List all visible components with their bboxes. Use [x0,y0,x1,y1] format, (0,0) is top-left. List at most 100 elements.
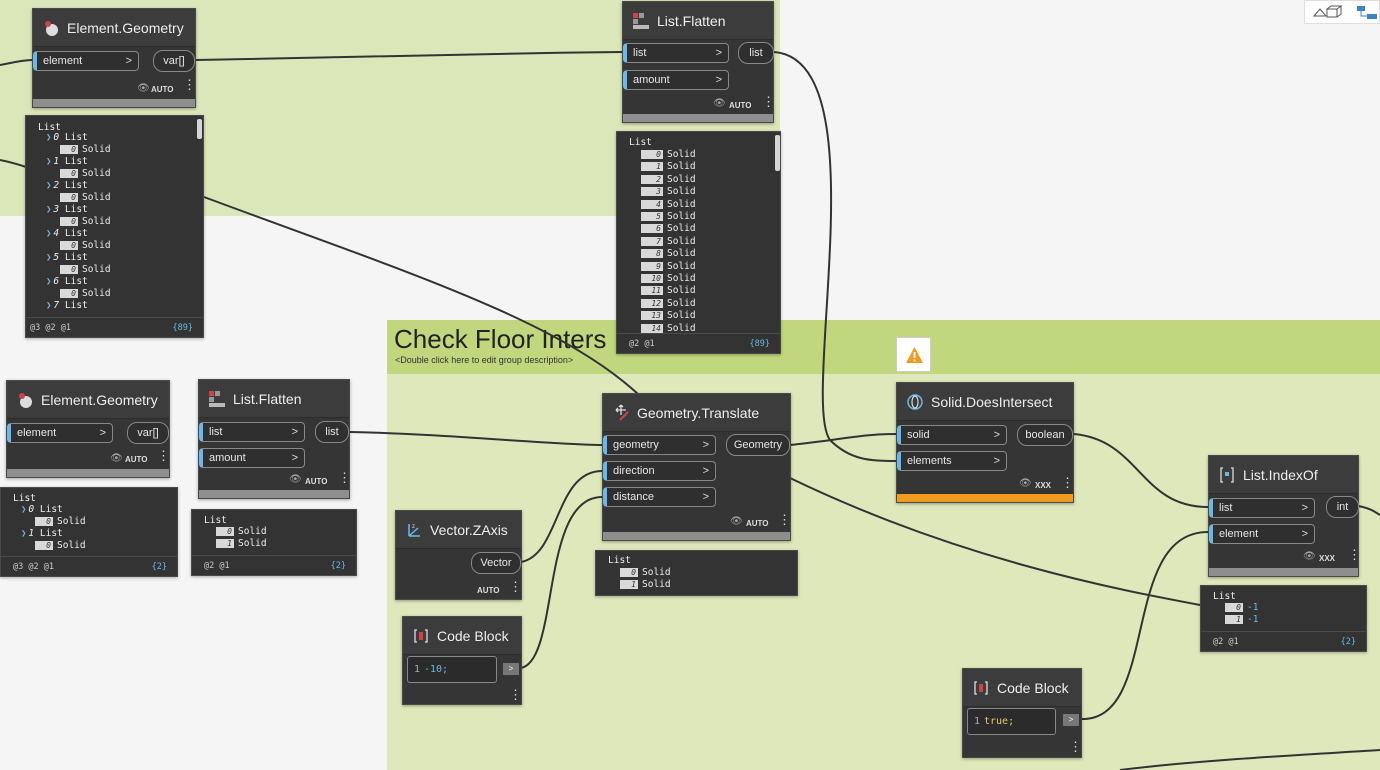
node-header[interactable]: z Vector.ZAxis [396,511,521,549]
input-port-amount[interactable]: amount> [199,448,305,468]
element-geometry-icon [19,392,32,408]
output-port-var[interactable]: var[] [153,50,195,72]
input-port-elements[interactable]: elements> [897,451,1007,471]
node-geometry-translate[interactable]: Geometry.Translate geometry> direction> … [602,393,791,541]
chevron-right-icon[interactable]: ❯ [46,205,52,215]
node-list-flatten-top[interactable]: List.Flatten list> amount> list 👁 AUTO ⋮ [622,1,775,123]
eye-hidden-icon[interactable]: 👁 [713,98,726,109]
input-port-solid[interactable]: solid> [897,425,1007,445]
more-options-icon[interactable]: ⋮ [509,579,522,594]
output-port-code[interactable]: > [503,663,519,675]
input-port-amount[interactable]: amount> [623,70,729,90]
node-footer [199,490,349,498]
node-header[interactable]: Code Block [963,669,1081,707]
chevron-right-icon[interactable]: ❯ [46,277,52,287]
more-options-icon[interactable]: ⋮ [1061,475,1074,490]
node-header[interactable]: List.Flatten [623,2,773,40]
scrollbar[interactable] [775,135,780,171]
node-header[interactable]: Element.Geometry [33,9,195,47]
node-list-index-of[interactable]: List.IndexOf list> element> int 👁 XXX ⋮ [1208,455,1361,577]
lacing-label[interactable]: AUTO [125,455,148,464]
more-options-icon[interactable]: ⋮ [1069,739,1082,754]
input-port-list[interactable]: list> [623,43,729,63]
input-port-element[interactable]: element> [7,423,113,443]
node-element-geometry-top[interactable]: Element.Geometry element> var[] 👁 AUTO ⋮ [32,8,196,108]
eye-hidden-icon[interactable]: 👁 [137,83,150,94]
node-header[interactable]: List.IndexOf [1209,456,1358,494]
eye-hidden-icon[interactable]: 👁 [289,474,302,485]
node-vector-zaxis[interactable]: z Vector.ZAxis Vector AUTO ⋮ [395,510,522,600]
lacing-label[interactable]: AUTO [746,519,769,528]
eye-hidden-icon[interactable]: 👁 [110,453,123,464]
more-options-icon[interactable]: ⋮ [183,77,196,92]
more-options-icon[interactable]: ⋮ [509,687,522,702]
output-port-list[interactable]: list [738,42,774,64]
graph-view-icon[interactable] [1355,4,1379,21]
more-options-icon[interactable]: ⋮ [1348,547,1361,562]
more-options-icon[interactable]: ⋮ [338,470,351,485]
input-port-geometry[interactable]: geometry> [603,435,716,455]
node-code-block-element[interactable]: Code Block 1 true; > ⋮ [962,668,1082,758]
node-element-geometry-left[interactable]: Element.Geometry element> var[] 👁 AUTO ⋮ [6,380,170,478]
item-index: 1 [28,528,40,539]
chevron-right-icon[interactable]: ❯ [21,505,27,515]
code-editor[interactable]: 1 -10; [407,656,497,683]
chevron-right-icon[interactable]: ❯ [46,301,52,311]
lacing-label[interactable]: AUTO [305,477,328,486]
input-port-direction[interactable]: direction> [603,461,716,481]
code-text[interactable]: -10; [424,664,449,675]
node-code-block-distance[interactable]: Code Block 1 -10; > ⋮ [402,616,522,705]
node-header[interactable]: Solid.DoesIntersect [897,383,1073,421]
chevron-right-icon[interactable]: ❯ [21,529,27,539]
item-index: 0 [60,265,78,274]
output-port-var[interactable]: var[] [127,422,169,444]
output-port-int[interactable]: int [1326,496,1359,518]
chevron-right-icon[interactable]: ❯ [46,229,52,239]
input-port-distance[interactable]: distance> [603,487,716,507]
more-options-icon[interactable]: ⋮ [762,94,775,109]
eye-hidden-icon[interactable]: 👁 [730,516,743,527]
lacing-label[interactable]: XXX [1035,481,1052,490]
more-options-icon[interactable]: ⋮ [157,448,170,463]
chevron-right-icon[interactable]: ❯ [46,253,52,263]
code-text[interactable]: true; [984,716,1015,727]
node-list-flatten-bottom[interactable]: List.Flatten list> amount> list 👁 AUTO ⋮ [198,379,351,499]
more-options-icon[interactable]: ⋮ [778,512,791,527]
lacing-label[interactable]: AUTO [151,85,174,94]
node-header[interactable]: List.Flatten [199,380,349,418]
3d-view-icon[interactable] [1311,4,1343,21]
node-solid-does-intersect[interactable]: Solid.DoesIntersect solid> elements> boo… [896,382,1074,503]
node-header[interactable]: Element.Geometry [7,381,169,419]
output-port-geometry[interactable]: Geometry [726,434,790,456]
eye-hidden-icon[interactable]: 👁 [1019,478,1032,489]
chevron-right-icon[interactable]: ❯ [46,181,52,191]
chevron-right-icon[interactable]: ❯ [46,133,52,143]
output-port-vector[interactable]: Vector [471,552,521,574]
chevron-right-icon[interactable]: ❯ [46,157,52,167]
eye-hidden-icon[interactable]: 👁 [1303,551,1316,562]
node-header[interactable]: Geometry.Translate [603,394,790,432]
lacing-label[interactable]: AUTO [729,101,752,110]
warning-bubble[interactable] [896,337,931,372]
output-port-code[interactable]: > [1063,714,1079,726]
input-port-element[interactable]: element> [33,51,139,71]
input-port-list[interactable]: list> [199,422,305,442]
output-port-list[interactable]: list [315,421,349,443]
lacing-label[interactable]: AUTO [477,586,500,595]
group-header[interactable]: Check Floor Inters <Double click here to… [387,320,1380,374]
node-header[interactable]: Code Block [403,617,521,655]
code-editor[interactable]: 1 true; [967,708,1056,735]
output-port-boolean[interactable]: boolean [1017,424,1073,446]
group-description[interactable]: <Double click here to edit group descrip… [395,355,574,365]
input-port-list[interactable]: list> [1209,498,1315,518]
scrollbar[interactable] [197,119,202,139]
group-title[interactable]: Check Floor Inters [394,324,607,354]
lacing-label[interactable]: XXX [1319,554,1336,563]
input-port-element[interactable]: element> [1209,524,1315,544]
